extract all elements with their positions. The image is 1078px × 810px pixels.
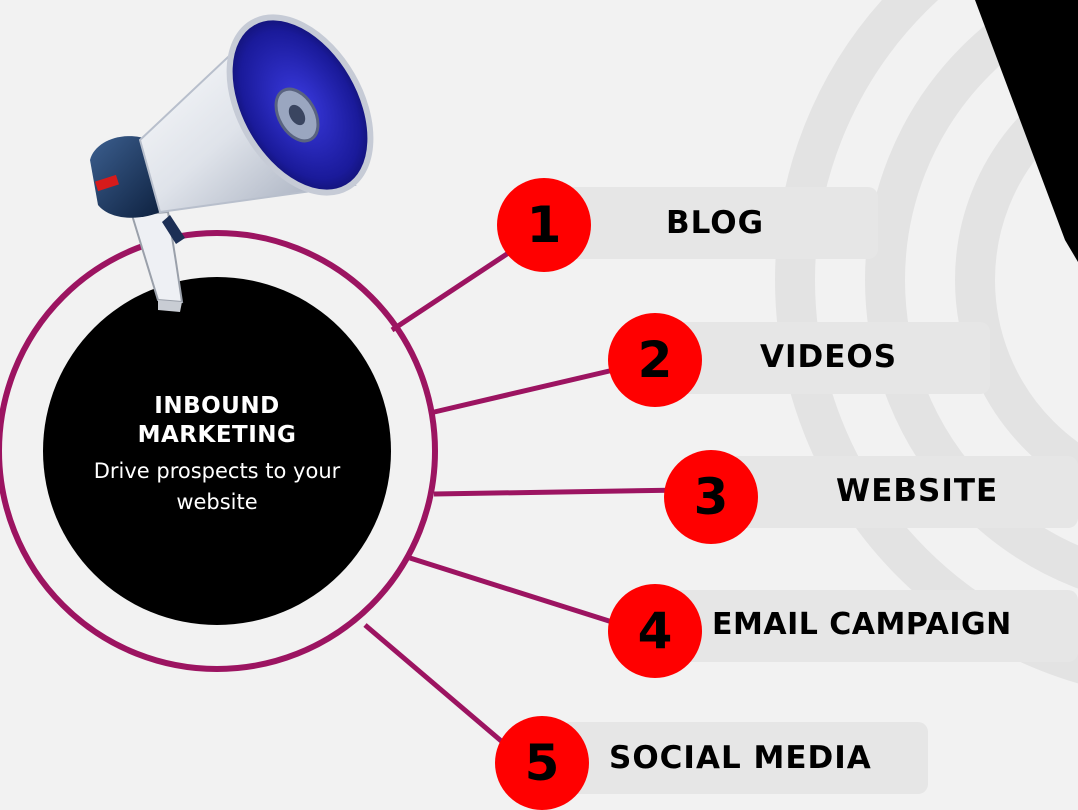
connector-2 <box>429 362 636 416</box>
item-pill <box>728 456 1078 528</box>
item-label: BLOG <box>666 205 765 241</box>
item-label: WEBSITE <box>836 473 999 509</box>
center-circle: INBOUND MARKETING Drive prospects to you… <box>43 277 391 625</box>
concentric-arcs <box>775 0 1078 684</box>
number-badge: 3 <box>664 450 758 544</box>
item-pill <box>560 722 928 794</box>
item-label: EMAIL CAMPAIGN <box>712 607 1012 642</box>
connector-3 <box>433 487 686 497</box>
number-badge: 2 <box>608 313 702 407</box>
connector-4 <box>409 555 629 630</box>
center-title: INBOUND MARKETING <box>137 393 297 448</box>
item-label: SOCIAL MEDIA <box>609 740 872 776</box>
number-badge: 5 <box>495 716 589 810</box>
center-subtitle: Drive prospects to your website <box>93 459 341 514</box>
connector-5 <box>363 623 522 759</box>
outer-ring <box>0 230 438 672</box>
item-pill <box>672 590 1078 662</box>
item-label: VIDEOS <box>760 339 898 375</box>
number-badge: 4 <box>608 584 702 678</box>
corner-wedge <box>975 0 1078 262</box>
item-pill <box>672 322 990 394</box>
connector-1 <box>390 237 530 333</box>
number-badge: 1 <box>497 178 591 272</box>
item-pill <box>560 187 878 259</box>
